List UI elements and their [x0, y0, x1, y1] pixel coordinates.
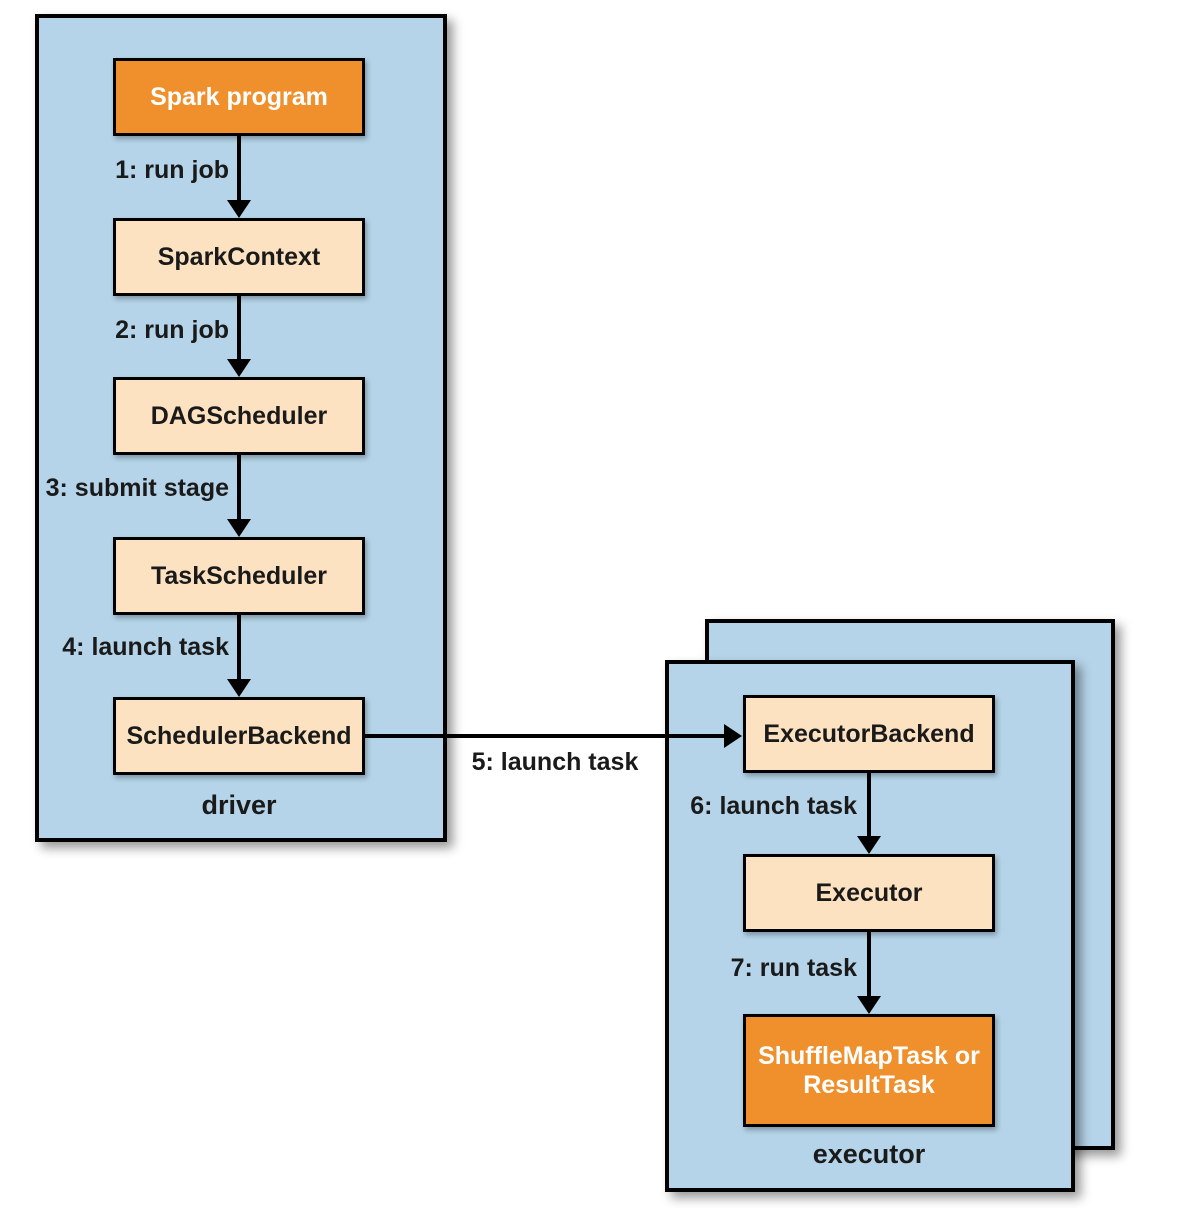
node-scheduler-backend: SchedulerBackend: [113, 697, 365, 775]
node-executor: Executor: [743, 854, 995, 932]
arrow-6-head-icon: [857, 836, 881, 854]
arrow-2-line: [237, 296, 241, 359]
arrow-3-head-icon: [227, 519, 251, 537]
edge-label-5: 5: launch task: [471, 748, 639, 776]
executor-container-label: executor: [812, 1139, 926, 1169]
arrow-7-line: [867, 932, 871, 996]
edge-label-4: 4: launch task: [62, 633, 229, 661]
driver-container-label: driver: [201, 790, 277, 820]
arrow-7-head-icon: [857, 996, 881, 1014]
edge-label-2: 2: run job: [115, 316, 229, 344]
arrow-3-line: [237, 455, 241, 519]
arrow-1-line: [237, 136, 241, 200]
driver-container: Spark program 1: run job SparkContext 2:…: [35, 14, 447, 842]
arrow-5-head-icon: [724, 724, 742, 748]
arrow-6-line: [867, 773, 871, 836]
node-task-scheduler: TaskScheduler: [113, 537, 365, 615]
node-spark-context: SparkContext: [113, 218, 365, 296]
arrow-4-line: [237, 615, 241, 679]
arrow-4-head-icon: [227, 679, 251, 697]
executor-container: ExecutorBackend 6: launch task Executor …: [665, 660, 1075, 1192]
arrow-5-line: [365, 734, 724, 738]
edge-label-6: 6: launch task: [690, 792, 857, 820]
node-executor-backend: ExecutorBackend: [743, 695, 995, 773]
node-spark-program: Spark program: [113, 58, 365, 136]
node-shuffle-map-task-or-result-task: ShuffleMapTask or ResultTask: [743, 1014, 995, 1127]
arrow-2-head-icon: [227, 359, 251, 377]
arrow-1-head-icon: [227, 200, 251, 218]
edge-label-3: 3: submit stage: [45, 474, 229, 502]
edge-label-7: 7: run task: [730, 954, 857, 982]
edge-label-1: 1: run job: [115, 156, 229, 184]
node-dag-scheduler: DAGScheduler: [113, 377, 365, 455]
